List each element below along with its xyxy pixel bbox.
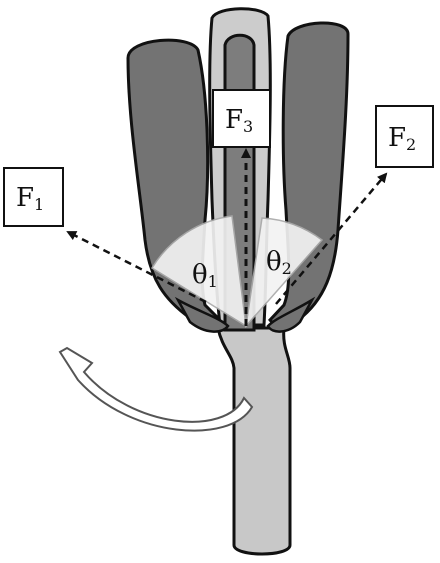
- rotation-arrow-icon: [58, 346, 254, 432]
- label-f1: F1: [16, 183, 44, 214]
- label-box-f3: [212, 89, 271, 148]
- label-box-f1: [3, 167, 64, 227]
- label-theta2: θ2: [266, 247, 292, 278]
- label-theta1: θ1: [192, 260, 218, 291]
- force-arrow-left: [66, 230, 207, 304]
- petal-base-left: [174, 296, 230, 333]
- stem: [216, 326, 292, 556]
- petal-base-right: [266, 296, 316, 333]
- angle-sector-right: [244, 217, 324, 329]
- label-f2: F2: [388, 123, 416, 154]
- force-arrow-right: [275, 172, 388, 305]
- label-box-f2: [375, 105, 434, 168]
- label-f3: F3: [225, 105, 253, 136]
- angle-sector-left: [150, 215, 247, 328]
